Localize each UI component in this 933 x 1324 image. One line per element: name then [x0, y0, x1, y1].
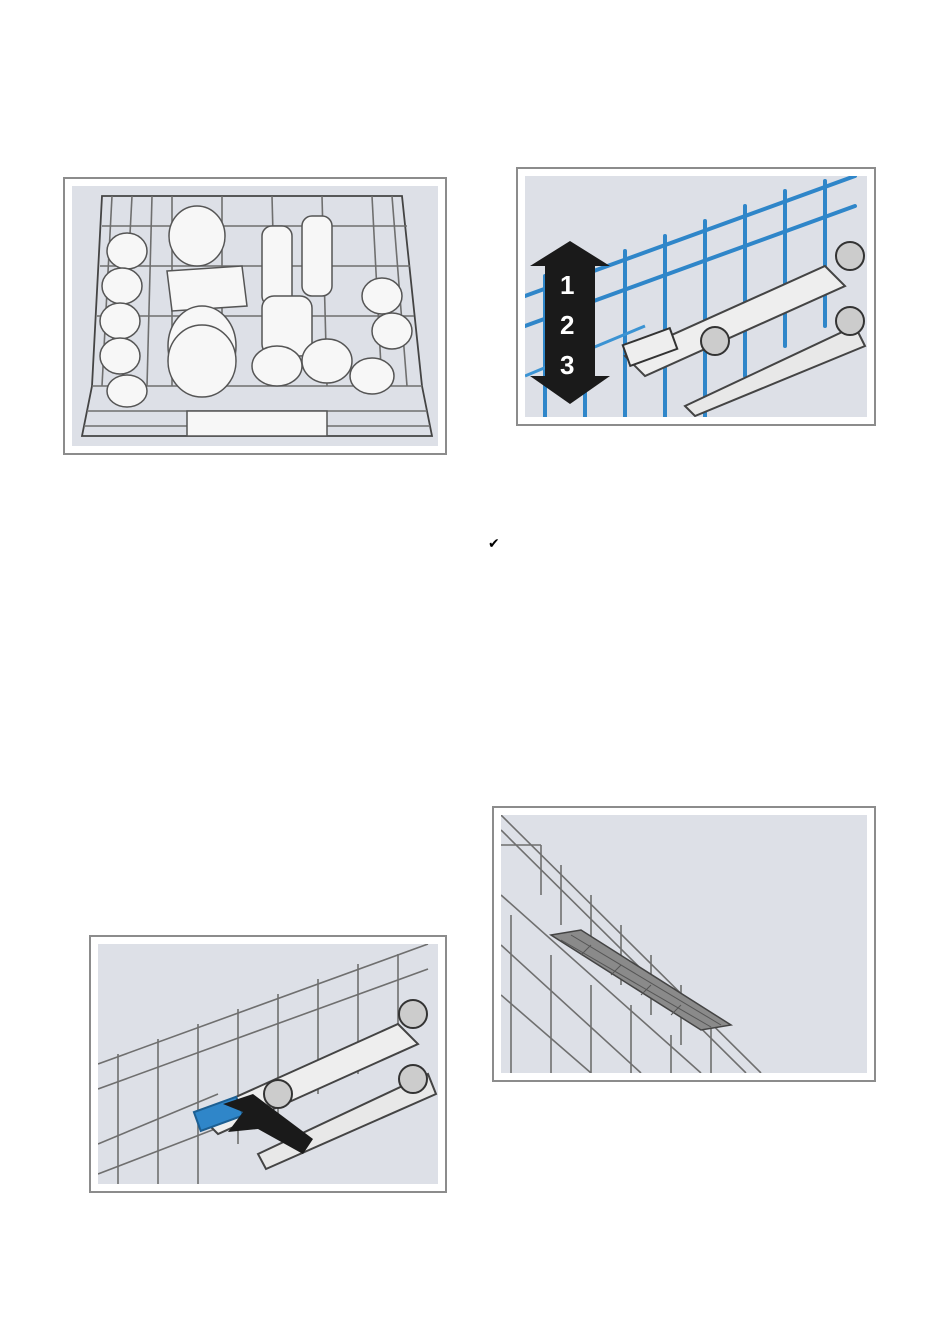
rack-release-lever-illustration — [98, 944, 438, 1184]
figure-height-adjust: 1 2 3 — [516, 167, 876, 426]
level-1-label: 1 — [560, 270, 574, 300]
figure-release-lever — [89, 935, 447, 1193]
figure-folding-rack — [492, 806, 876, 1082]
folding-rack-illustration — [501, 815, 867, 1073]
level-3-label: 3 — [560, 350, 574, 380]
rack-height-adjust-illustration: 1 2 3 — [525, 176, 867, 417]
figure-upper-basket — [63, 177, 447, 455]
checkmark-icon: ✔ — [488, 536, 500, 552]
dish-basket-illustration — [72, 186, 438, 446]
level-2-label: 2 — [560, 310, 574, 340]
